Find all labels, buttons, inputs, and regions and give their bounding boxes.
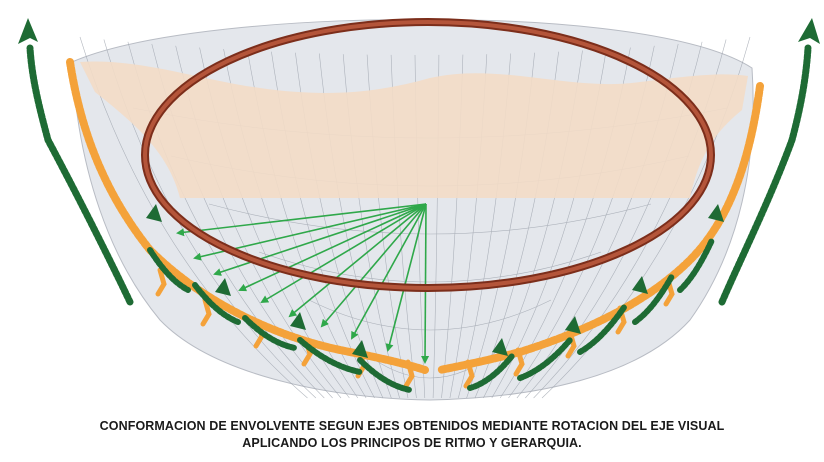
sight-ray xyxy=(351,203,427,340)
green-leaf-stroke xyxy=(297,337,363,375)
green-arrowhead-icon xyxy=(708,204,724,222)
green-arrowhead-icon xyxy=(146,204,162,222)
green-arrowhead-icon xyxy=(352,340,368,358)
sight-ray xyxy=(176,203,427,237)
terrain-plane xyxy=(80,61,748,198)
orange-drip xyxy=(463,359,475,389)
outer-arrow-left xyxy=(18,18,134,306)
sight-ray xyxy=(238,203,427,292)
arrowhead-right-icon xyxy=(798,18,820,44)
sight-ray xyxy=(288,203,427,318)
green-leaf-stroke xyxy=(577,303,628,355)
outer-arrow-right xyxy=(718,18,820,306)
bowl-contour xyxy=(308,299,552,331)
ring-inner xyxy=(143,20,713,290)
green-leaf-stroke xyxy=(242,315,298,351)
green-leaf-strokes xyxy=(146,204,724,393)
arrowhead-left-icon xyxy=(18,18,38,44)
diagram-caption: CONFORMACION DE ENVOLVENTE SEGUN EJES OB… xyxy=(0,418,824,452)
green-leaf-stroke xyxy=(677,237,715,293)
orange-drip xyxy=(403,359,415,389)
green-leaf-stroke xyxy=(467,353,515,391)
orange-band-right xyxy=(436,82,764,374)
green-arrowhead-icon xyxy=(565,316,581,334)
orange-drip xyxy=(565,329,577,359)
green-arrowhead-icon xyxy=(215,278,231,296)
orange-drip xyxy=(200,297,212,327)
caption-line-2: APLICANDO LOS PRINCIPOS DE RITMO Y GERAR… xyxy=(242,436,582,450)
sight-ray xyxy=(320,203,427,328)
green-leaf-stroke xyxy=(357,357,413,393)
bowl-contour xyxy=(208,203,652,235)
green-leaf-stroke xyxy=(517,337,573,381)
green-leaf-stroke xyxy=(632,273,675,325)
orange-drip xyxy=(155,267,167,297)
green-arrowhead-icon xyxy=(290,312,306,330)
orange-drip xyxy=(513,347,525,377)
caption-line-1: CONFORMACION DE ENVOLVENTE SEGUN EJES OB… xyxy=(99,419,725,433)
sight-ray xyxy=(385,203,427,352)
green-arrowhead-icon xyxy=(632,276,648,294)
green-arrowhead-icon xyxy=(492,338,508,356)
green-leaf-stroke xyxy=(192,282,241,325)
bowl-contour xyxy=(258,251,602,283)
sight-ray xyxy=(260,203,427,304)
sight-ray xyxy=(421,203,430,364)
green-leaf-stroke xyxy=(147,247,191,293)
